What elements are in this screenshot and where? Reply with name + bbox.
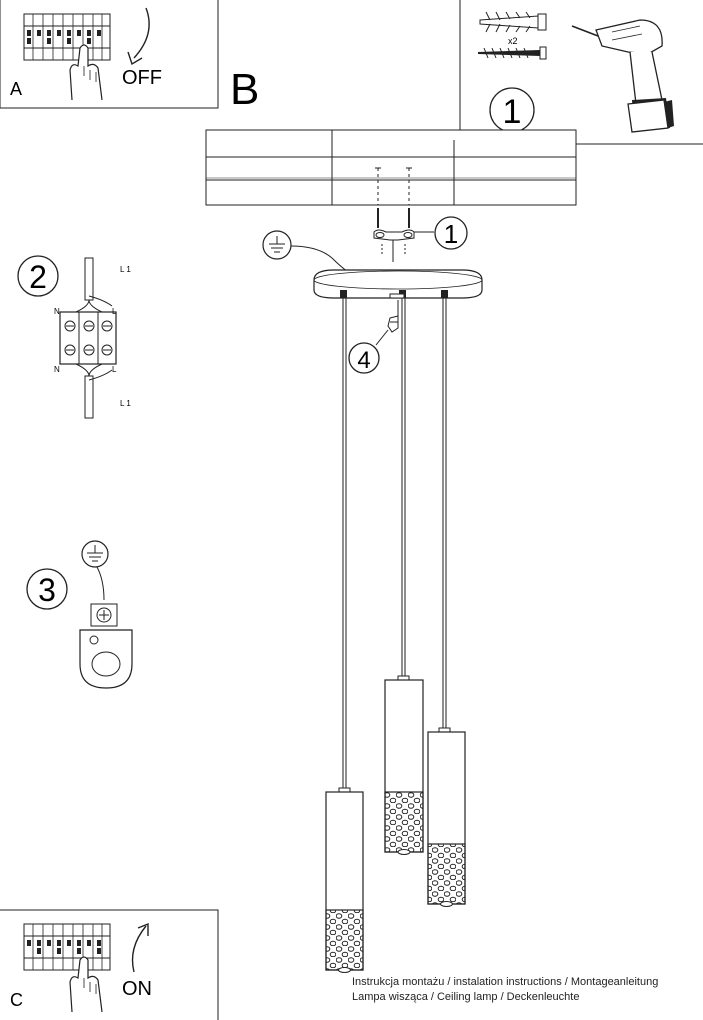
terminal-label-l-bottom: L [112, 365, 117, 374]
quantity-label: x2 [508, 36, 518, 46]
terminal-label-l1-bottom: L 1 [120, 399, 131, 408]
terminal-label-n-bottom: N [54, 365, 60, 374]
screw-icon [478, 46, 547, 60]
ground-connection-diagram: 3 [26, 540, 133, 689]
canopy [313, 269, 483, 316]
step-4-cable-lock-number: 4 [357, 347, 370, 374]
ground-symbol-icon [81, 540, 109, 568]
panel-c: C ON [0, 909, 219, 1020]
pendant-right [427, 727, 466, 907]
panel-a-letter: A [10, 79, 22, 99]
tools-panel: x2 1 [459, 0, 703, 145]
step-1-tools-number: 1 [503, 93, 522, 131]
pendant-middle [384, 675, 424, 855]
terminal-label-n-top: N [54, 307, 60, 316]
ceiling-section [205, 129, 577, 206]
panel-a: A OFF [0, 0, 219, 109]
terminal-label-l1-top: L 1 [120, 265, 131, 274]
ground-symbol-icon [262, 230, 349, 273]
panel-a-state-label: OFF [122, 67, 162, 89]
circuit-breaker-switch-on-icon [23, 922, 149, 1013]
mounting-bracket: 1 [373, 208, 468, 262]
wall-plug-icon [479, 11, 547, 33]
suspension-cables [342, 298, 447, 788]
step-3-number: 3 [38, 572, 56, 608]
step-1-bracket-number: 1 [444, 219, 458, 249]
pendant-left [325, 787, 364, 973]
drill-icon [571, 19, 674, 133]
footer-line-1: Instrukcja montażu / instalation instruc… [352, 976, 659, 988]
footer-line-2: Lampa wisząca / Ceiling lamp / Deckenleu… [352, 991, 580, 1003]
cable-lock: 4 [348, 315, 399, 374]
panel-b-letter: B [230, 65, 259, 114]
step-2-number: 2 [29, 259, 47, 295]
circuit-breaker-switch-off-icon [23, 7, 150, 101]
panel-c-state-label: ON [122, 978, 152, 1000]
panel-c-letter: C [10, 990, 23, 1010]
terminal-label-l-top: L [112, 307, 117, 316]
footer-caption: Instrukcja montażu / instalation instruc… [352, 975, 658, 1005]
terminal-block-diagram: 2 L 1 N L N L L 1 [17, 255, 131, 419]
